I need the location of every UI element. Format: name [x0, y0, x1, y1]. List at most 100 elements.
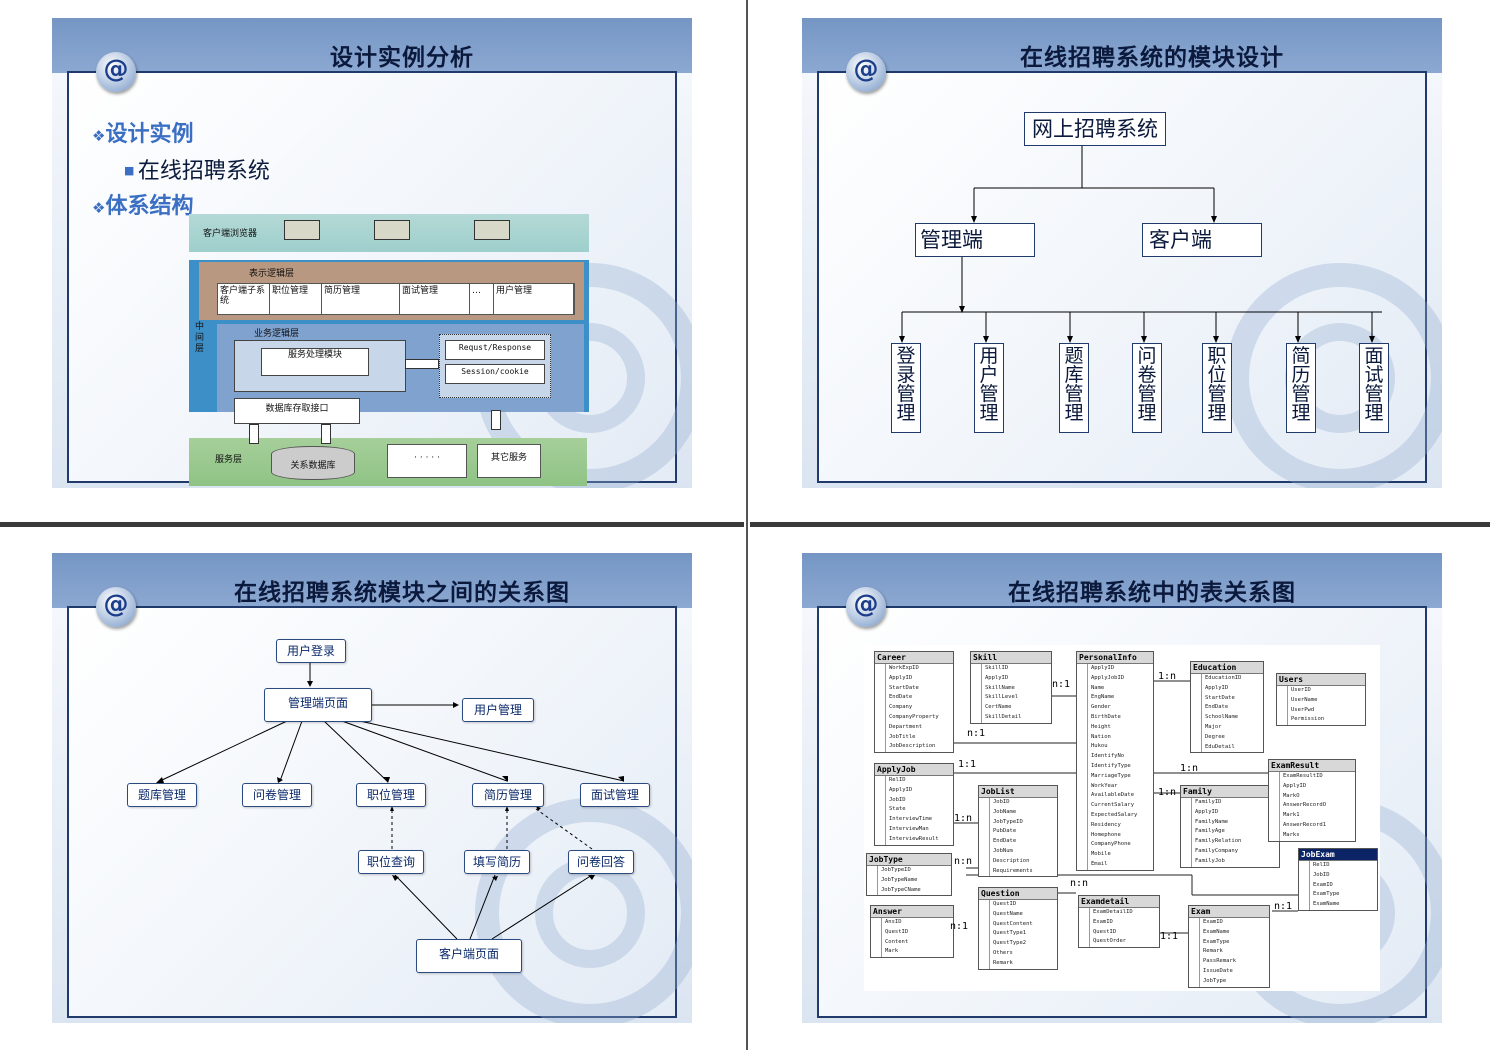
slide-header	[52, 553, 692, 613]
table-field: ApplyID	[1205, 684, 1229, 691]
mgmt-box-2: 职位管理	[356, 783, 426, 807]
table-field: JobID	[993, 799, 1010, 805]
table-field: Department	[889, 723, 923, 730]
horizontal-separator-right	[750, 522, 1490, 527]
table-field: RelID	[889, 777, 906, 783]
table-field: FamilyName	[1195, 818, 1229, 825]
table-field: EndDate	[1205, 704, 1229, 711]
table-name: Skill	[971, 652, 1051, 664]
at-logo-icon: @	[846, 52, 886, 92]
table-name: Examdetail	[1079, 896, 1159, 908]
service-layer-label: 服务层	[215, 455, 243, 465]
table-field: RelID	[1313, 862, 1330, 868]
table-field: QuestType2	[993, 940, 1027, 947]
table-field: ApplyID	[889, 786, 913, 793]
table-field: SkillLevel	[985, 694, 1019, 701]
table-field: PubDate	[993, 828, 1017, 835]
horizontal-separator-left	[0, 522, 744, 527]
table-field: Remark	[1203, 948, 1223, 955]
slide-design-example[interactable]: 设计实例分析 @ ❖设计实例 ■ 在线招聘系统 ❖体系结构 客户端浏览器 中间层…	[52, 18, 692, 488]
table-field: ExamName	[1203, 928, 1230, 935]
table-field: FamilyCompany	[1195, 847, 1239, 854]
slide-header	[802, 18, 1442, 78]
vertical-separator	[746, 0, 748, 1050]
table-field: WorkExpID	[889, 665, 919, 671]
table-field: JobTypeID	[993, 818, 1023, 825]
table-field: CompanyProperty	[889, 713, 939, 720]
table-field: EndDate	[993, 838, 1017, 845]
table-field: Residency	[1091, 821, 1121, 828]
table-field: ExamType	[1313, 891, 1340, 898]
table-name: JobExam	[1299, 849, 1377, 861]
table-field: AvailableDate	[1091, 792, 1135, 799]
table-field: QuestName	[993, 910, 1023, 917]
table-field: StartDate	[1205, 694, 1235, 701]
double-arrow-icon	[405, 359, 439, 369]
table-field: SkillID	[985, 665, 1009, 671]
table-field: ApplyID	[1195, 808, 1219, 815]
action-box-1: 填写简历	[464, 850, 530, 874]
user-mgmt-box: 用户管理	[462, 698, 534, 722]
sub-bullet-online-recruit: ■ 在线招聘系统	[124, 159, 270, 184]
table-field: MarriageType	[1091, 772, 1131, 779]
session-cookie: Session/cookie	[445, 364, 545, 384]
table-field: SkillDetail	[985, 713, 1022, 720]
table-field: InterviewTime	[889, 816, 933, 823]
presentation-layer-label: 表示逻辑层	[249, 269, 295, 279]
slide-header	[802, 553, 1442, 613]
table-field: JobTypeCName	[881, 886, 921, 893]
table-field: AnswerRecord1	[1283, 821, 1327, 828]
module-cell: 客户端子系统	[218, 284, 270, 314]
table-field: Hukou	[1091, 743, 1108, 750]
module-leaf-1: 用户管理	[974, 343, 1004, 433]
action-box-2: 问卷回答	[568, 850, 634, 874]
relation-label: n:1	[967, 728, 986, 739]
module-cell: …	[470, 284, 494, 314]
client-end: 客户端	[1142, 223, 1262, 257]
table-name: Family	[1181, 786, 1279, 798]
user-login-box: 用户登录	[276, 639, 346, 663]
relation-label: n:n	[954, 856, 973, 867]
table-field: JobTitle	[889, 733, 916, 740]
slide-title: 在线招聘系统模块之间的关系图	[234, 580, 570, 606]
table-field: ApplyID	[889, 674, 913, 681]
at-logo-icon: @	[96, 587, 136, 627]
at-logo-icon: @	[846, 587, 886, 627]
slide-module-design[interactable]: 在线招聘系统的模块设计 @ 网上招聘系统 管理端 客户端 登录管理用户管理题库管…	[802, 18, 1442, 488]
table-field: UserPwd	[1291, 706, 1315, 713]
mgmt-box-0: 题库管理	[127, 783, 197, 807]
table-name: ExamResult	[1269, 760, 1355, 772]
relation-label: 1:n	[1158, 787, 1177, 798]
table-field: Gender	[1091, 704, 1111, 711]
table-field: QuestContent	[993, 920, 1033, 927]
computer-icon-2	[374, 220, 410, 240]
mgmt-box-3: 简历管理	[472, 783, 544, 807]
table-field: Content	[885, 938, 909, 945]
module-leaf-5: 简历管理	[1286, 343, 1316, 433]
slide-module-relations[interactable]: 在线招聘系统模块之间的关系图 @ 用户登录 管理端页面 用户管理 题库	[52, 553, 692, 1023]
table-field: FamilyRelation	[1195, 838, 1242, 845]
table-field: SchoolName	[1205, 714, 1239, 721]
module-leaf-2: 题库管理	[1059, 343, 1089, 433]
table-field: EducationID	[1205, 675, 1242, 681]
table-field: QuestOrder	[1093, 938, 1127, 945]
slide-title: 在线招聘系统的模块设计	[1020, 45, 1284, 71]
table-field: Marks	[1283, 831, 1300, 838]
relation-label: 1:1	[958, 759, 977, 770]
